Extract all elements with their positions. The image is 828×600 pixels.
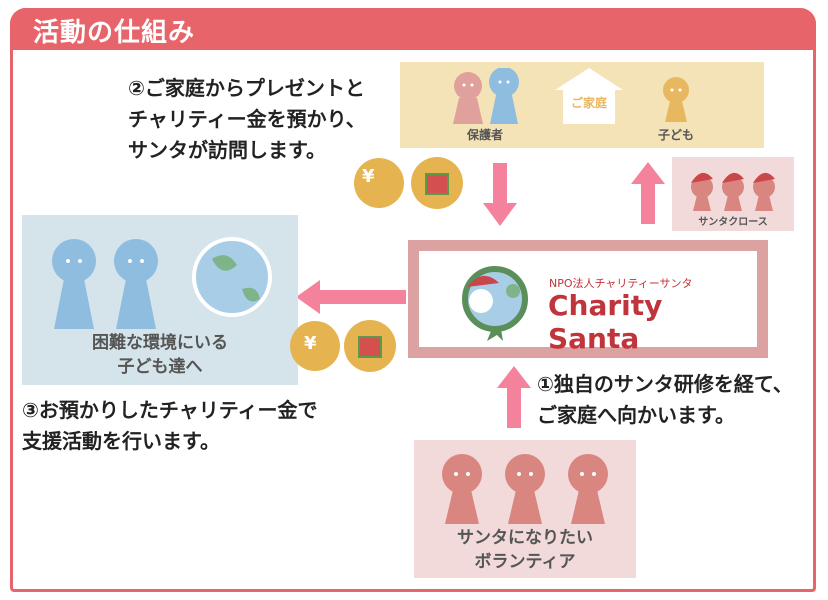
page-title: 活動の仕組み <box>33 18 196 48</box>
house-icon <box>555 68 623 124</box>
volunteer-figures-icon <box>442 454 608 524</box>
santa-claus-label: サンタクロース <box>698 217 768 228</box>
step3-text: ③お預かりしたチャリティー金で 支援活動を行います。 <box>22 395 318 457</box>
step1-line: ①独自のサンタ研修を経て、 <box>537 372 793 396</box>
child-figure-icon <box>663 77 689 122</box>
logo-name: Charity Santa <box>548 289 663 355</box>
arrow-up-icon <box>631 162 665 224</box>
step2-line: ②ご家庭からプレゼントと <box>128 76 365 100</box>
home-box: 保護者 ご家庭 子ども <box>400 62 764 148</box>
yen-symbol: ¥ <box>362 166 375 187</box>
charity-santa-logo-box: NPO法人チャリティーサンタ Charity Santa <box>408 240 768 358</box>
step3-line: ③お預かりしたチャリティー金で <box>22 398 318 422</box>
arrow-left-icon <box>296 280 406 314</box>
guardian-figures-icon <box>453 68 519 124</box>
step2-text: ②ご家庭からプレゼントと チャリティー金を預かり、 サンタが訪問します。 <box>128 73 366 166</box>
logo-subtitle: NPO法人チャリティーサンタ <box>549 277 693 290</box>
step2-line: サンタが訪問します。 <box>128 138 326 162</box>
coins-icon: ¥ <box>290 321 340 371</box>
children-box: 困難な環境にいる 子ども達へ <box>22 215 298 385</box>
santa-claus-box: サンタクロース <box>672 157 794 231</box>
step1-text: ①独自のサンタ研修を経て、 ご家庭へ向かいます。 <box>537 369 793 431</box>
gift-icon <box>344 320 396 372</box>
gift-icon <box>411 157 463 209</box>
guardian-label: 保護者 <box>466 128 503 142</box>
volunteer-label: サンタになりたい ボランティア <box>414 526 636 574</box>
volunteer-label-line: サンタになりたい <box>457 528 593 548</box>
volunteer-box: サンタになりたい ボランティア <box>414 440 636 578</box>
charity-santa-logo-icon <box>462 266 528 341</box>
santa-figures-icon <box>691 172 775 211</box>
children-figures-icon <box>52 237 272 329</box>
arrow-up-icon <box>497 366 531 428</box>
children-label-line: 子ども達へ <box>117 357 203 377</box>
step3-line: 支援活動を行います。 <box>22 429 220 453</box>
step1-line: ご家庭へ向かいます。 <box>537 403 735 427</box>
volunteer-label-line: ボランティア <box>474 552 576 572</box>
children-label-line: 困難な環境にいる <box>92 333 228 353</box>
coins-icon: ¥ <box>354 158 404 208</box>
step2-line: チャリティー金を預かり、 <box>128 107 366 131</box>
children-label: 困難な環境にいる 子ども達へ <box>22 331 298 379</box>
arrow-down-icon <box>483 163 517 226</box>
header-bar <box>10 8 816 50</box>
yen-symbol: ¥ <box>304 333 317 354</box>
child-label: 子ども <box>657 128 694 142</box>
house-label: ご家庭 <box>570 96 607 110</box>
